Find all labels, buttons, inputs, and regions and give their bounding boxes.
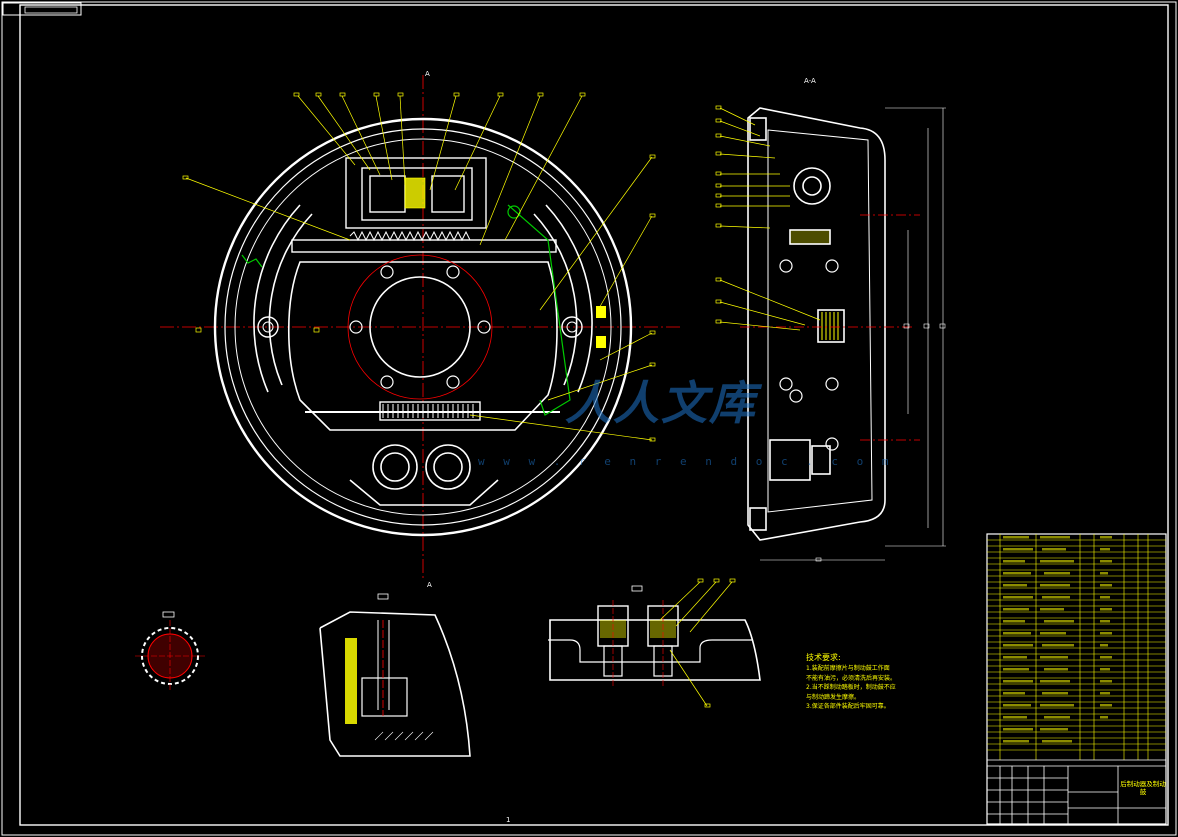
section-view-holes [779, 259, 839, 451]
sheet-number: 1 [506, 816, 511, 824]
section-view-dimensions [760, 107, 946, 562]
technical-requirements-heading: 技术要求: [806, 653, 841, 662]
front-view-centerlines [160, 75, 680, 580]
section-mark-top: A [425, 70, 430, 78]
section-view-outline [747, 107, 886, 541]
section-view-title: A-A [804, 77, 816, 85]
wheel-cylinder [291, 157, 557, 253]
title-block-drawing-title: 后制动器及制动鼓 [1120, 780, 1166, 796]
section-view-a-a: A-A [715, 77, 946, 562]
section-mark-bottom: A [427, 581, 432, 589]
watermark-url: w w w . r e n r e n d o c . c o m [478, 455, 895, 468]
anchor-pins [349, 444, 499, 506]
section-view-leaders [715, 105, 821, 331]
technical-requirements: 技术要求: 1.装配前摩擦片与制动鼓工作面 不能有油污，必须清洗后再安装。 2.… [806, 652, 956, 712]
front-view-leader-lines [182, 92, 656, 442]
bolt-detail [548, 578, 761, 708]
requirement-line: 2.当不踩制动踏板时，制动鼓不应 [806, 684, 896, 692]
brake-drum-outline [213, 117, 633, 537]
watermark-text: 人人文库 [565, 376, 757, 430]
requirement-line: 1.装配前摩擦片与制动鼓工作面 [806, 665, 890, 672]
parking-brake-lever [241, 204, 571, 416]
front-view-brake-assembly: A A [160, 70, 680, 589]
brake-shoes [253, 204, 593, 431]
front-view-yellow-parts [596, 306, 606, 348]
hub-and-bolt-circle [257, 254, 583, 400]
return-springs [305, 230, 560, 421]
requirement-line: 3.保证各部件装配后牢固可靠。 [806, 703, 890, 711]
parts-list-table [986, 533, 1167, 825]
section-view-spring [821, 312, 839, 340]
requirement-line: 与制动蹄发生摩擦。 [806, 693, 861, 701]
section-view-centerline [740, 214, 920, 441]
partial-section-detail [319, 593, 471, 757]
spline-detail [135, 611, 205, 692]
requirement-line: 不能有油污，必须清洗后再安装。 [806, 674, 897, 682]
